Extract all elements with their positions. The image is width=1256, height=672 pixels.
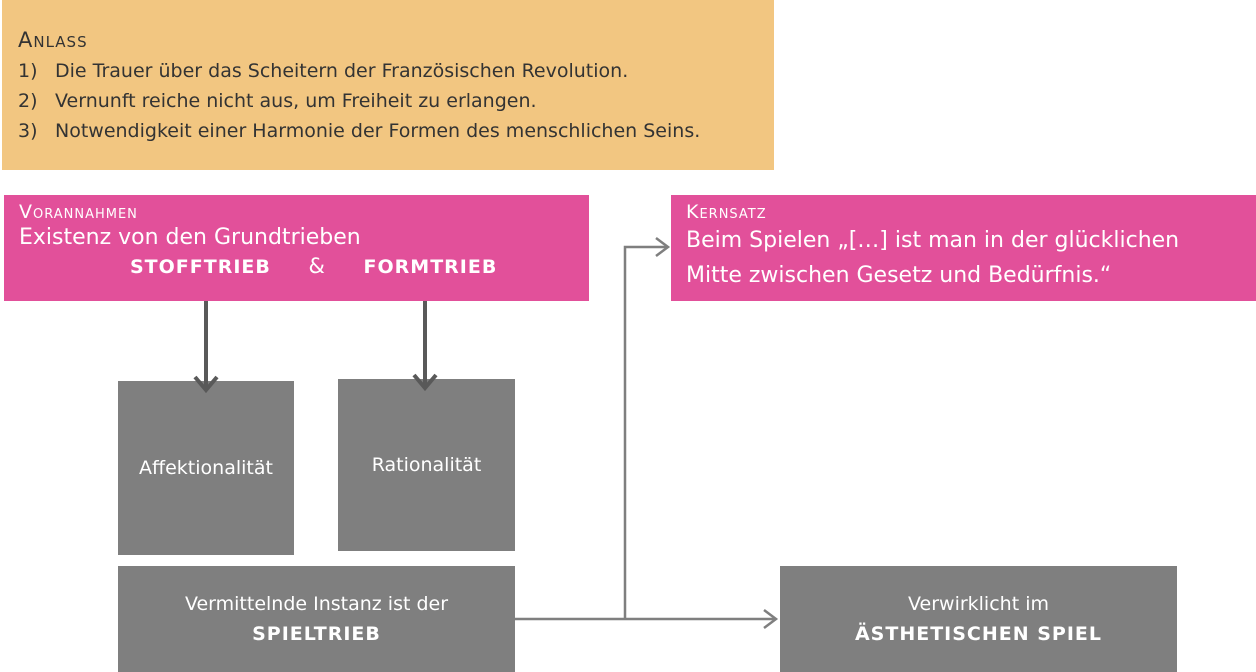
anlass-item: 1) Die Trauer über das Scheitern der Fra…	[18, 56, 758, 86]
kernsatz-line-2: Mitte zwischen Gesetz und Bedürfnis.“	[686, 263, 1112, 288]
vorannahmen-box: Vorannahmen Existenz von den Grundtriebe…	[4, 195, 589, 301]
spieltrieb-line-1: Vermittelnde Instanz ist der	[184, 593, 449, 615]
anlass-item-number: 3)	[18, 120, 38, 142]
anlass-item: 3) Notwendigkeit einer Harmonie der Form…	[18, 116, 758, 146]
arrowhead-icon	[763, 609, 779, 629]
anlass-item-text: Notwendigkeit einer Harmonie der Formen …	[55, 120, 701, 142]
formtrieb-label: FORMTRIEB	[363, 256, 498, 278]
kernsatz-title: Kernsatz	[686, 201, 767, 223]
arrow-spieltrieb-kernsatz	[623, 245, 667, 619]
arrowhead-icon	[193, 375, 219, 394]
rationalitaet-box: Rationalität	[338, 379, 515, 551]
kernsatz-box: Kernsatz Beim Spielen „[…] ist man in de…	[671, 195, 1256, 301]
anlass-item-text: Vernunft reiche nicht aus, um Freiheit z…	[55, 90, 537, 112]
aesthetisches-spiel-box: Verwirklicht im ÄSTHETISCHEN SPIEL	[780, 566, 1177, 672]
kernsatz-line-1: Beim Spielen „[…] ist man in der glückli…	[686, 228, 1180, 253]
vorannahmen-title: Vorannahmen	[19, 201, 138, 223]
ampersand: &	[308, 254, 326, 278]
anlass-item-number: 2)	[18, 90, 38, 112]
anlass-item-text: Die Trauer über das Scheitern der Franzö…	[55, 60, 629, 82]
anlass-title: Anlass	[18, 28, 88, 52]
spieltrieb-line-2: SPIELTRIEB	[252, 623, 381, 645]
arrowhead-icon	[655, 237, 671, 257]
spieltrieb-box: Vermittelnde Instanz ist der SPIELTRIEB	[118, 566, 515, 672]
anlass-list: 1) Die Trauer über das Scheitern der Fra…	[18, 56, 758, 146]
anlass-item: 2) Vernunft reiche nicht aus, um Freihei…	[18, 86, 758, 116]
affektionalitaet-label: Affektionalität	[139, 457, 273, 479]
rationalitaet-label: Rationalität	[371, 454, 482, 476]
anlass-item-number: 1)	[18, 60, 38, 82]
grundtriebe: STOFFTRIEB & FORMTRIEB	[19, 254, 574, 278]
anlass-box: Anlass 1) Die Trauer über das Scheitern …	[2, 0, 774, 170]
aesthetisches-spiel-line-2: ÄSTHETISCHEN SPIEL	[854, 623, 1103, 645]
arrowhead-icon	[412, 373, 438, 392]
stofftrieb-label: STOFFTRIEB	[130, 256, 271, 278]
aesthetisches-spiel-line-1: Verwirklicht im	[908, 593, 1049, 615]
affektionalitaet-box: Affektionalität	[118, 381, 294, 555]
vorannahmen-text: Existenz von den Grundtrieben	[19, 225, 361, 250]
